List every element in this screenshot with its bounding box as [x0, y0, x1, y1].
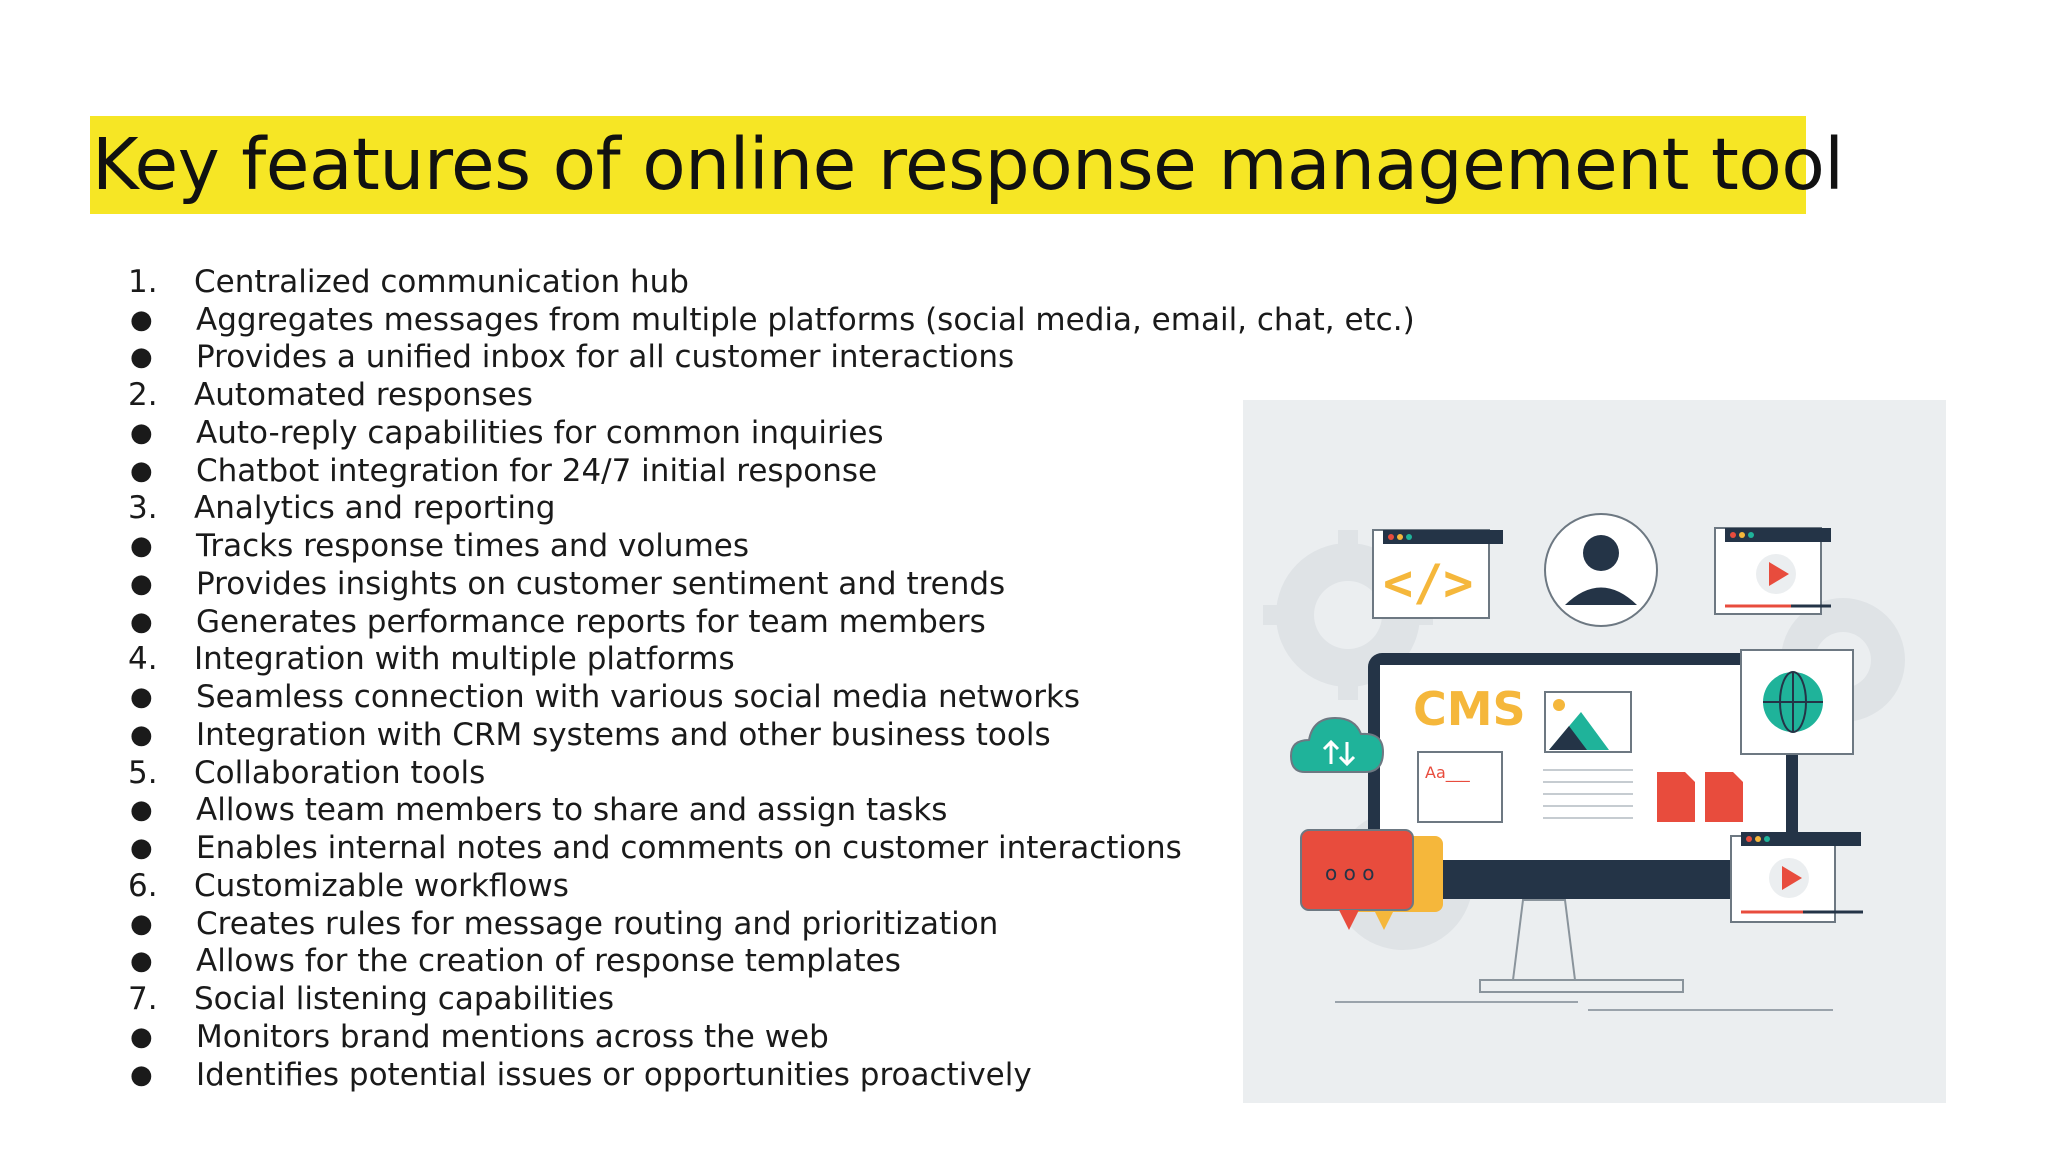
feature-bullet-item: ● Integration with CRM systems and other …: [128, 716, 1415, 754]
feature-text: Creates rules for message routing and pr…: [196, 905, 999, 942]
feature-heading-item: 2. Automated responses: [128, 376, 1415, 414]
feature-text: Aggregates messages from multiple platfo…: [196, 301, 1415, 338]
feature-text: Automated responses: [194, 377, 533, 414]
bullet-marker: ●: [130, 1021, 153, 1052]
feature-heading-item: 6. Customizable workflows: [128, 867, 1415, 905]
feature-bullet-item: ● Aggregates messages from multiple platf…: [128, 301, 1415, 339]
bullet-marker: ●: [130, 719, 153, 750]
feature-text: Customizable workflows: [194, 867, 569, 904]
video-window-icon: [1714, 527, 1831, 615]
feature-text: Integration with multiple platforms: [194, 641, 735, 678]
title-highlight: [90, 116, 1806, 214]
feature-text: Analytics and reporting: [194, 490, 556, 527]
chat-bubble-icon: [1300, 829, 1443, 930]
cloud-sync-icon: [1289, 716, 1385, 773]
feature-text: Provides insights on customer sentiment …: [196, 565, 1006, 602]
code-symbol: </>: [1383, 554, 1473, 612]
feature-bullet-item: ● Provides a unified inbox for all custom…: [128, 339, 1415, 377]
video-window-icon: [1730, 832, 1863, 923]
bullet-marker: ●: [130, 606, 153, 637]
feature-bullet-item: ● Generates performance reports for team …: [128, 603, 1415, 641]
cms-illustration: CMS Aa___: [1243, 400, 1946, 1103]
feature-bullet-item: ● Creates rules for message routing and p…: [128, 905, 1415, 943]
document-icon: [1657, 772, 1743, 822]
feature-bullet-item: ● Monitors brand mentions across the web: [128, 1018, 1415, 1056]
feature-bullet-item: ● Enables internal notes and comments on …: [128, 829, 1415, 867]
feature-bullet-item: ● Allows team members to share and assign…: [128, 792, 1415, 830]
number-marker: 4.: [128, 641, 158, 678]
feature-text: Allows team members to share and assign …: [196, 792, 948, 829]
bullet-marker: ●: [130, 304, 153, 335]
feature-text: Social listening capabilities: [194, 981, 615, 1018]
number-marker: 1.: [128, 263, 158, 300]
feature-heading-item: 4. Integration with multiple platforms: [128, 641, 1415, 679]
feature-bullet-item: ● Provides insights on customer sentiment…: [128, 565, 1415, 603]
feature-bullet-item: ● Auto-reply capabilities for common inqu…: [128, 414, 1415, 452]
feature-text: Chatbot integration for 24/7 initial res…: [196, 452, 878, 489]
feature-list: 1. Centralized communication hub ● Aggregat…: [128, 263, 1415, 1094]
feature-bullet-item: ● Chatbot integration for 24/7 initial re…: [128, 452, 1415, 490]
feature-text: Provides a unified inbox for all custome…: [196, 339, 1015, 376]
number-marker: 7.: [128, 981, 158, 1018]
code-window-icon: [1372, 529, 1503, 619]
bullet-marker: ●: [130, 1059, 153, 1090]
feature-heading-item: 5. Collaboration tools: [128, 754, 1415, 792]
feature-bullet-item: ● Tracks response times and volumes: [128, 527, 1415, 565]
feature-text: Identifies potential issues or opportuni…: [196, 1056, 1032, 1093]
slide-title: Key features of online response manageme…: [92, 123, 1844, 206]
feature-text: Centralized communication hub: [194, 263, 689, 300]
globe-icon: [1740, 649, 1854, 755]
chat-dots: o o o: [1325, 861, 1374, 885]
user-avatar-icon: [1544, 513, 1658, 627]
bullet-marker: ●: [130, 417, 153, 448]
image-icon: [1544, 691, 1632, 753]
bullet-marker: ●: [130, 531, 153, 562]
number-marker: 6.: [128, 867, 158, 904]
feature-text: Integration with CRM systems and other b…: [196, 716, 1051, 753]
cms-label: CMS: [1413, 682, 1526, 736]
feature-bullet-item: ● Allows for the creation of response tem…: [128, 943, 1415, 981]
feature-text: Monitors brand mentions across the web: [196, 1018, 829, 1055]
feature-heading-item: 3. Analytics and reporting: [128, 490, 1415, 528]
bullet-marker: ●: [130, 682, 153, 713]
bullet-marker: ●: [130, 795, 153, 826]
feature-text: Auto-reply capabilities for common inqui…: [196, 414, 884, 451]
feature-text: Allows for the creation of response temp…: [196, 943, 901, 980]
feature-text: Collaboration tools: [194, 754, 486, 791]
feature-text: Tracks response times and volumes: [196, 528, 749, 565]
feature-text: Seamless connection with various social …: [196, 679, 1081, 716]
text-sample: Aa___: [1425, 763, 1471, 783]
feature-text: Generates performance reports for team m…: [196, 603, 986, 640]
bullet-marker: ●: [130, 833, 153, 864]
feature-heading-item: 7. Social listening capabilities: [128, 980, 1415, 1018]
bullet-marker: ●: [130, 342, 153, 373]
bullet-marker: ●: [130, 946, 153, 977]
bullet-marker: ●: [130, 568, 153, 599]
feature-bullet-item: ● Identifies potential issues or opportun…: [128, 1056, 1415, 1094]
bullet-marker: ●: [130, 908, 153, 939]
feature-text: Enables internal notes and comments on c…: [196, 830, 1182, 867]
number-marker: 5.: [128, 754, 158, 791]
number-marker: 2.: [128, 377, 158, 414]
feature-bullet-item: ● Seamless connection with various social…: [128, 678, 1415, 716]
feature-heading-item: 1. Centralized communication hub: [128, 263, 1415, 301]
number-marker: 3.: [128, 490, 158, 527]
bullet-marker: ●: [130, 455, 153, 486]
